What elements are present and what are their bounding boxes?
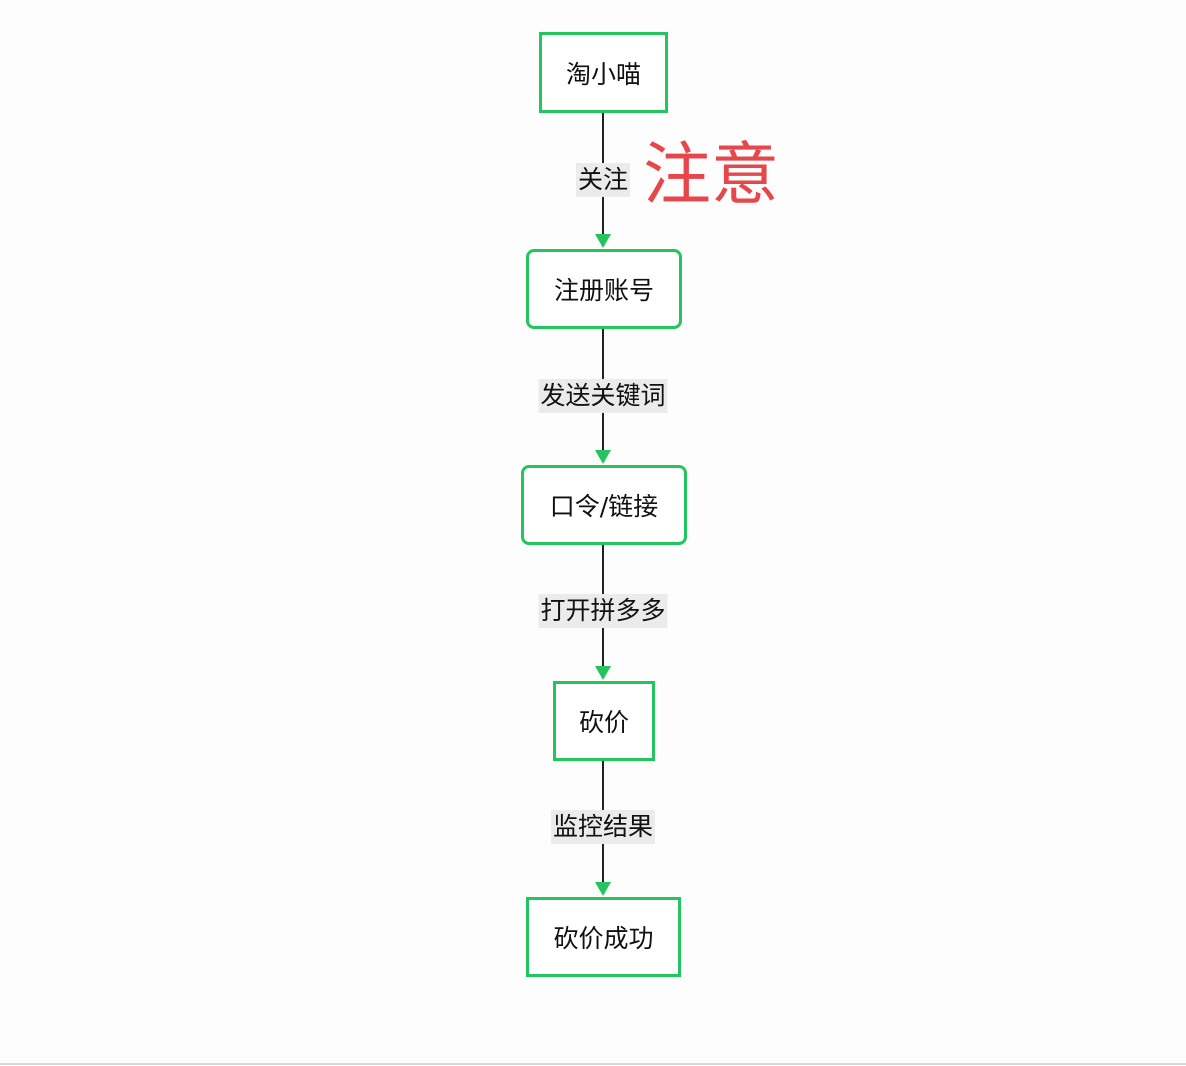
arrow-head [595,666,611,680]
flow-node-bargain-success: 砍价成功 [526,897,681,977]
flow-node-taoxiaomiao: 淘小喵 [539,32,668,113]
arrow-head [595,234,611,248]
flow-node-code-link: 口令/链接 [521,465,687,545]
flow-node-register-account: 注册账号 [526,249,682,329]
bottom-divider [0,1063,1186,1065]
arrow-head [595,882,611,896]
edge-label: 发送关键词 [538,379,668,413]
attention-note: 注意 [643,136,780,215]
edge-label: 关注 [575,163,631,197]
flow-node-bargain: 砍价 [553,681,655,761]
edge-label: 监控结果 [550,810,656,844]
edge-label: 打开拼多多 [538,594,668,628]
arrow-head [595,450,611,464]
